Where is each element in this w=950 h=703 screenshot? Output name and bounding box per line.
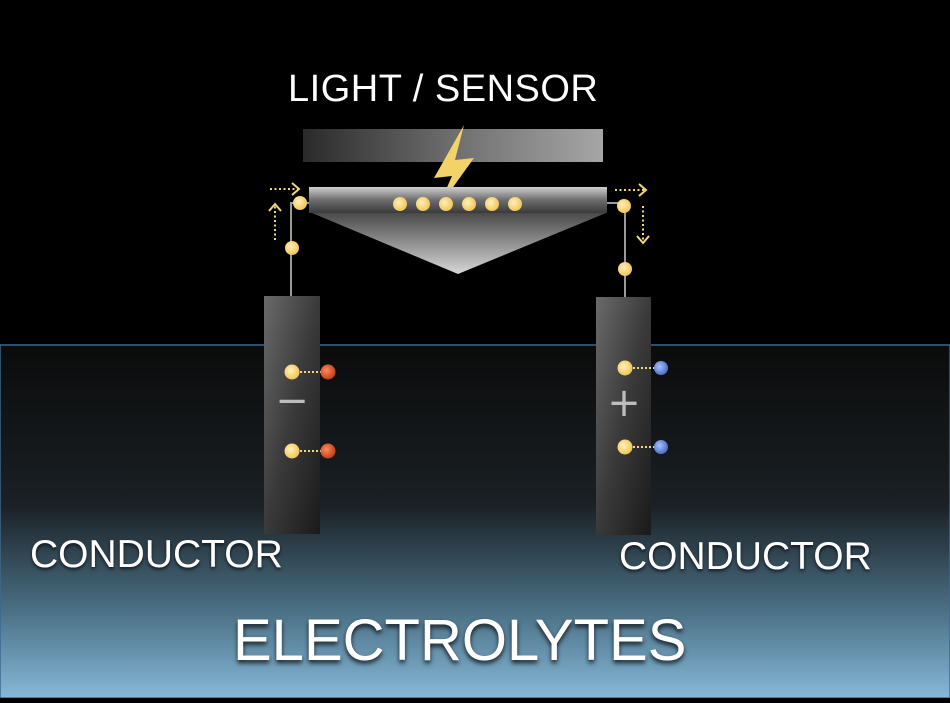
electron <box>285 241 299 255</box>
conductor-right-label: CONDUCTOR <box>619 535 872 578</box>
dotted-arrow-icon <box>615 183 648 197</box>
right-ion-pair <box>617 439 668 455</box>
plate-electrons <box>393 197 522 211</box>
lightning-bolt-icon <box>434 125 474 208</box>
dotted-arrow-icon <box>270 182 301 196</box>
electrolytes-label: ELECTROLYTES <box>233 608 687 673</box>
conductor-left-label: CONDUCTOR <box>30 533 283 576</box>
sensor-plate <box>309 187 607 213</box>
electron <box>416 197 430 211</box>
electron <box>618 262 632 276</box>
positive-ion <box>654 361 668 375</box>
positive-ion <box>654 440 668 454</box>
negative-sign: − <box>275 378 309 424</box>
electron <box>462 197 476 211</box>
electron <box>485 197 499 211</box>
electron <box>284 443 300 459</box>
right-wire <box>607 202 626 297</box>
dotted-arrow-icon <box>636 206 650 245</box>
electron <box>284 364 300 380</box>
left-ion-pair <box>284 443 336 459</box>
sensor-cone <box>312 213 606 274</box>
electron <box>508 197 522 211</box>
light-sensor-label: LIGHT / SENSOR <box>288 68 599 110</box>
positive-electrode <box>596 297 651 535</box>
electron <box>293 196 307 210</box>
positive-sign: + <box>607 380 641 426</box>
electron <box>439 197 453 211</box>
electron <box>617 439 633 455</box>
negative-ion <box>320 364 336 380</box>
electron <box>617 199 631 213</box>
electrolyte-bath <box>0 344 950 699</box>
dotted-arrow-icon <box>268 202 282 240</box>
electron <box>393 197 407 211</box>
right-ion-pair <box>617 360 668 376</box>
negative-ion <box>320 443 336 459</box>
electron <box>617 360 633 376</box>
left-ion-pair <box>284 364 336 380</box>
negative-electrode <box>264 296 320 534</box>
